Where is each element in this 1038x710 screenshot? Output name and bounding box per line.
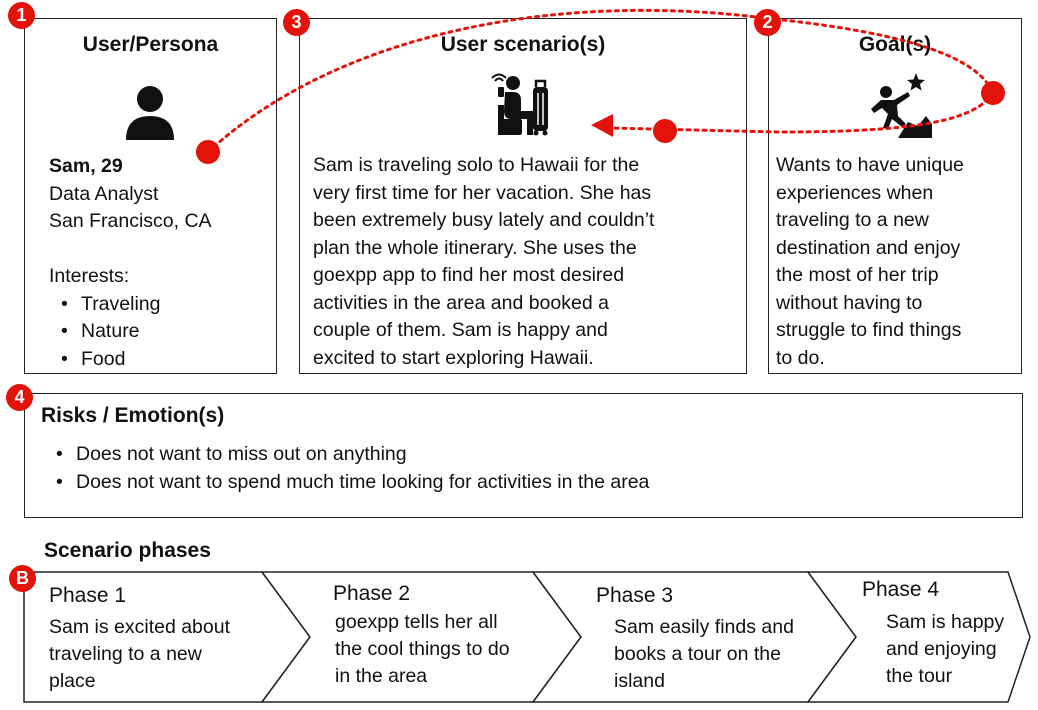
goal-line: without having to (776, 291, 923, 314)
scenario-line: activities in the area and booked a (313, 291, 609, 314)
goal-line: destination and enjoy (776, 236, 961, 259)
phase-4-chevron (806, 571, 1031, 703)
phase-line: in the area (335, 665, 428, 687)
interest-item: Food (61, 346, 212, 374)
phase-line: Sam easily finds and (614, 616, 794, 638)
scenario-line: goexpp app to find her most desired (313, 264, 625, 286)
goal-line: the most of her trip (776, 264, 939, 286)
goal-text: Wants to have unique experiences when tr… (776, 152, 964, 372)
persona-box: User/Persona Sam, 29 Data Analyst San Fr… (24, 18, 277, 374)
phase-1-title: Phase 1 (49, 584, 127, 607)
badge-3: 3 (283, 9, 310, 36)
risks-list: Does not want to miss out on anything Do… (56, 441, 649, 496)
interest-item: Traveling (61, 291, 212, 319)
persona-details: Sam, 29 Data Analyst San Francisco, CA I… (49, 153, 212, 373)
interests-list: Traveling Nature Food (49, 291, 212, 374)
persona-title: User/Persona (82, 33, 219, 56)
scenario-line: couple of them. Sam is happy and (313, 319, 608, 341)
goal-line: struggle to find things (776, 319, 962, 341)
phase-line: and enjoying (886, 638, 997, 660)
phase-line: the tour (886, 665, 953, 687)
risks-box: Risks / Emotion(s) Does not want to miss… (24, 393, 1023, 518)
phase-line: island (614, 670, 665, 692)
risk-item: Does not want to miss out on anything (56, 441, 649, 469)
goal-line: Wants to have unique (776, 154, 964, 176)
scenario-line: Sam is traveling solo to Hawaii for the (313, 154, 640, 176)
phase-line: place (49, 670, 96, 692)
phase-line: Sam is excited about (49, 616, 231, 638)
interests-label: Interests: (49, 265, 130, 287)
scenario-line: been extremely busy lately and couldn’t (313, 209, 655, 231)
phases-heading: Scenario phases (44, 539, 211, 562)
badge-b: B (9, 565, 36, 592)
phase-line: books a tour on the (614, 643, 781, 665)
phase-4-title: Phase 4 (862, 578, 940, 601)
phase-line: the cool things to do (335, 638, 510, 660)
phase-2-title: Phase 2 (333, 582, 411, 605)
scenario-text: Sam is traveling solo to Hawaii for the … (313, 152, 654, 372)
phase-1-desc: Sam is excited about traveling to a new … (49, 614, 230, 695)
phase-4-desc: Sam is happy and enjoying the tour (886, 609, 1004, 690)
phase-2-desc: goexpp tells her all the cool things to … (335, 609, 510, 690)
risk-item: Does not want to spend much time looking… (56, 469, 649, 497)
interest-item: Nature (61, 318, 212, 346)
risks-title: Risks / Emotion(s) (41, 404, 225, 427)
badge-1: 1 (8, 2, 35, 29)
scenario-line: plan the whole itinerary. She uses the (313, 236, 637, 259)
badge-2: 2 (754, 9, 781, 36)
phase-3-title: Phase 3 (596, 584, 674, 607)
goal-line: experiences when (776, 181, 934, 204)
persona-name: Sam, 29 (49, 155, 123, 177)
badge-4: 4 (6, 384, 33, 411)
phase-line: Sam is happy (886, 611, 1005, 633)
phase-line: traveling to a new (49, 643, 202, 665)
scenario-line: very first time for her vacation. She ha… (313, 181, 652, 204)
phase-3-desc: Sam easily finds and books a tour on the… (614, 614, 794, 695)
persona-job: Data Analyst (49, 182, 159, 205)
persona-location: San Francisco, CA (49, 210, 212, 232)
goal-line: to do. (776, 346, 825, 369)
person-icon (126, 86, 174, 140)
goal-line: traveling to a new (776, 209, 929, 231)
phase-line: goexpp tells her all (335, 611, 498, 633)
scenario-line: excited to start exploring Hawaii. (313, 346, 594, 369)
